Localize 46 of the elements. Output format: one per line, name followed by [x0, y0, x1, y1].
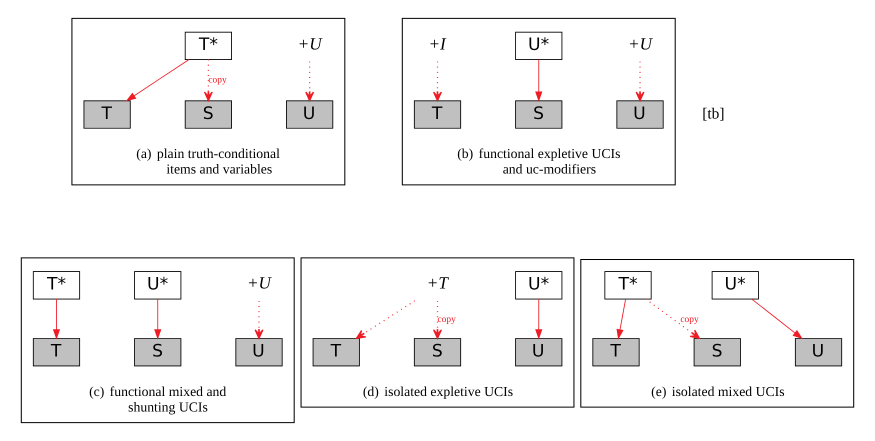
node-box: U* — [712, 271, 759, 300]
arrow — [636, 62, 645, 102]
node-text: +U — [298, 34, 322, 54]
node-box: S — [134, 338, 182, 366]
node-box: S — [515, 100, 562, 129]
arrow — [751, 298, 803, 340]
arrow — [616, 298, 626, 340]
node-box: S — [414, 338, 462, 366]
label: [tb] — [702, 105, 725, 122]
node-box: T — [414, 100, 462, 129]
node-text: +T — [426, 274, 448, 293]
node-box: U* — [515, 32, 562, 60]
arrow — [433, 62, 442, 102]
edge-label: copy — [208, 76, 227, 86]
node-box: U* — [134, 271, 182, 300]
arrow — [535, 298, 542, 340]
edge-label: copy — [438, 315, 456, 326]
arrow — [254, 300, 264, 340]
arrow — [305, 62, 314, 102]
node-box: T — [32, 338, 80, 366]
arrow — [645, 298, 700, 339]
node-box: U — [794, 338, 842, 366]
arrow — [126, 59, 190, 102]
arrow — [52, 298, 60, 340]
node-box: U — [286, 100, 334, 129]
node-box: T — [592, 338, 640, 366]
arrow — [433, 300, 442, 340]
node-box: T* — [184, 32, 232, 60]
node-box: U* — [515, 271, 562, 300]
arrow — [154, 298, 162, 340]
node-box: T — [312, 338, 360, 366]
node-box: T — [84, 100, 131, 129]
arrow — [356, 300, 416, 339]
node-text: +U — [628, 34, 652, 54]
node-box: S — [694, 338, 741, 366]
edge-label: copy — [680, 315, 699, 326]
node-box: T* — [604, 271, 652, 300]
node-box: U — [515, 338, 562, 366]
node-box: U — [235, 338, 283, 366]
node-box: T* — [32, 271, 80, 300]
node-text: +U — [246, 274, 271, 293]
node-box: U — [616, 100, 664, 129]
node-text: +I — [428, 34, 446, 54]
node-box: S — [184, 100, 232, 129]
arrow — [535, 59, 542, 102]
arrow — [204, 60, 213, 102]
